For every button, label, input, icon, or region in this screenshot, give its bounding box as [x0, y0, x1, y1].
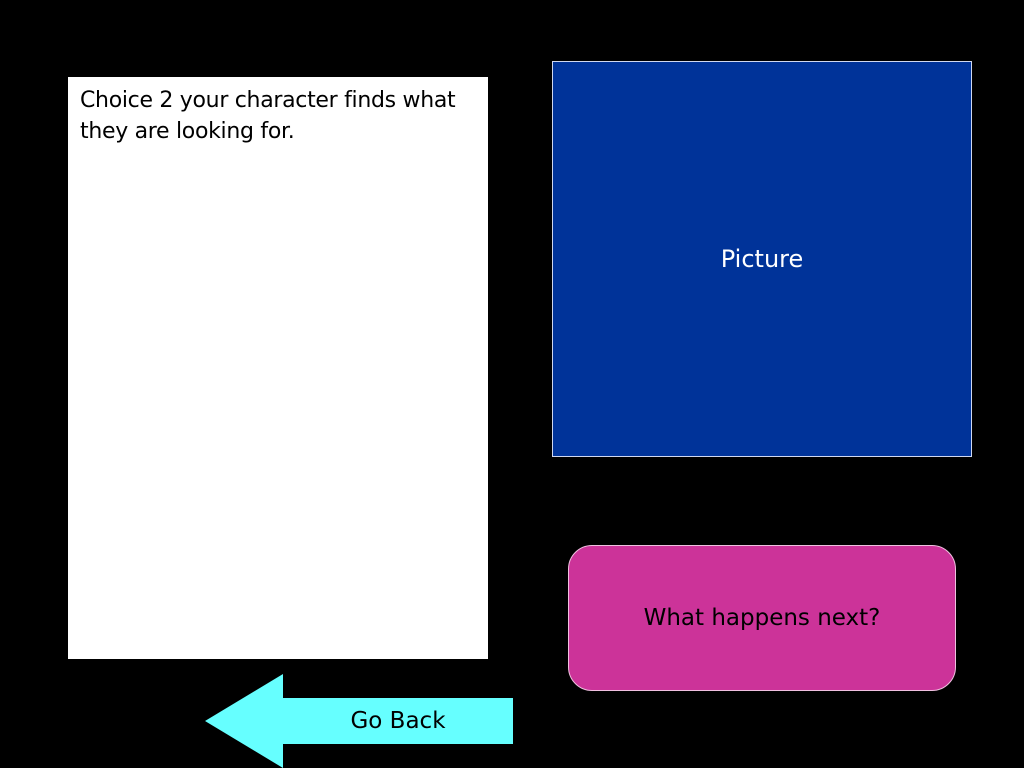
- story-text: Choice 2 your character finds what they …: [80, 88, 456, 144]
- picture-label: Picture: [720, 245, 804, 273]
- what-happens-next-label: What happens next?: [643, 605, 881, 631]
- left-arrow-icon: [205, 674, 513, 768]
- story-text-box: Choice 2 your character finds what they …: [68, 77, 488, 659]
- go-back-button[interactable]: Go Back: [205, 674, 513, 768]
- picture-placeholder: Picture: [552, 61, 972, 457]
- what-happens-next-button[interactable]: What happens next?: [568, 545, 956, 691]
- go-back-label: Go Back: [350, 708, 446, 734]
